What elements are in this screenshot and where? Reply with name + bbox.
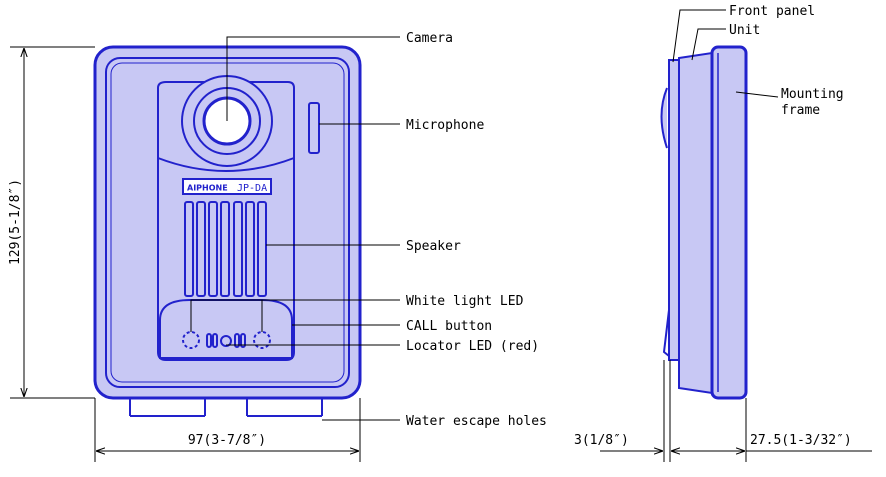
speaker-slot: [245, 201, 255, 297]
label-unit: Unit: [729, 23, 760, 38]
speaker-grille: [184, 201, 267, 297]
total-depth-label: 27.5(1-3/32″): [750, 433, 852, 448]
brand-model: JP-DA: [237, 183, 267, 194]
label-white-led: White light LED: [406, 294, 524, 309]
side-view: [660, 45, 748, 400]
side-front-panel: [668, 59, 680, 361]
label-camera: Camera: [406, 31, 453, 46]
side-front-bottom-lip: [662, 309, 670, 357]
leader-lines-front: [190, 36, 400, 421]
camera-bulge: [660, 87, 668, 149]
brand-label: [182, 178, 272, 195]
width-dimension-label: 97(3-7/8″): [188, 433, 266, 448]
side-mounting-frame: [710, 45, 748, 400]
height-dimension-label: 129(5-1/8″): [8, 179, 23, 265]
white-led-right: [253, 331, 271, 349]
brand-name: AIPHONE: [187, 184, 228, 193]
water-escape-holes: [129, 398, 323, 417]
front-view: AIPHONE JP-DA: [93, 45, 362, 417]
dimension-height: [10, 46, 95, 399]
label-speaker: Speaker: [406, 239, 461, 254]
speaker-slot: [233, 201, 243, 297]
speaker-slot: [257, 201, 267, 297]
white-led-left: [182, 331, 200, 349]
side-unit: [678, 51, 713, 395]
speaker-slot: [220, 201, 230, 297]
speaker-slot: [196, 201, 206, 297]
label-water-holes: Water escape holes: [406, 414, 547, 429]
front-depth-label: 3(1/8″): [574, 433, 629, 448]
locator-led-cluster: [206, 333, 246, 348]
microphone-slot: [308, 102, 320, 154]
leader-lines-side: [672, 9, 779, 98]
call-button[interactable]: [159, 299, 293, 359]
dimension-width: [94, 398, 361, 462]
speaker-slot: [208, 201, 218, 297]
speaker-slot: [184, 201, 194, 297]
dimension-depth: [600, 360, 872, 462]
label-mounting-frame-2: frame: [781, 103, 820, 118]
camera-area-curve: [157, 157, 295, 172]
label-microphone: Microphone: [406, 118, 484, 133]
label-front-panel: Front panel: [729, 4, 815, 19]
label-mounting-frame-1: Mounting: [781, 87, 844, 102]
label-call-button: CALL button: [406, 319, 492, 334]
label-locator-led: Locator LED (red): [406, 339, 539, 354]
